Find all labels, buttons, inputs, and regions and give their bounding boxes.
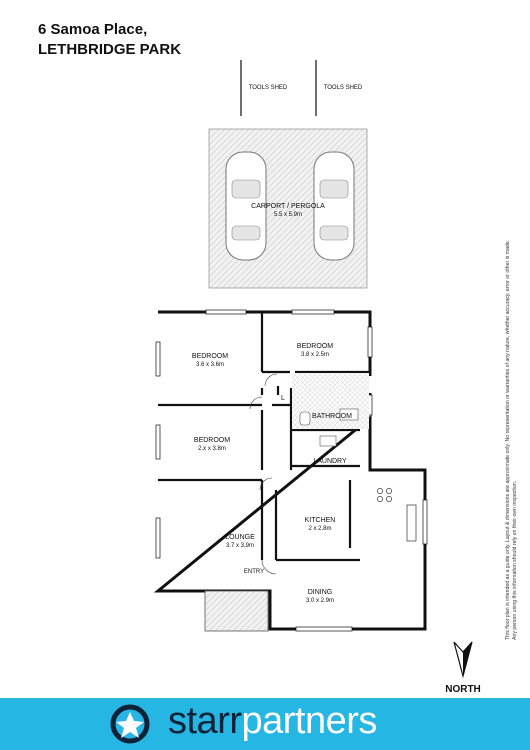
kitchen-dims: 2 x 2.8m	[308, 526, 331, 532]
brand-wordmark: starrpartners	[168, 700, 377, 743]
linen-label: L	[281, 395, 285, 402]
windows	[155, 309, 428, 632]
bedroom3-dims: 2.x x 3.8m	[198, 446, 226, 452]
entry-name: ENTRY	[244, 569, 264, 575]
bathroom-name: BATHROOM	[312, 413, 352, 420]
floor-plan: TOOLS SHED TOOLS SHED CARPORT / PERGOLA …	[153, 60, 473, 679]
carport-dims: 5.5 x 5.9m	[274, 212, 302, 218]
basin-icon	[339, 408, 359, 421]
door-swings	[249, 373, 278, 575]
toilet-icon	[299, 411, 311, 426]
bedroom2-name: BEDROOM	[297, 343, 333, 350]
tools-shed-label-2: TOOLS SHED	[324, 85, 363, 91]
north-arrow-icon	[453, 641, 473, 679]
lounge-name: LOUNGE	[225, 534, 255, 541]
brand-footer	[0, 698, 530, 750]
car-icon	[225, 151, 267, 261]
carport: CARPORT / PERGOLA 5.5 x 5.9m	[208, 128, 368, 289]
patio	[204, 590, 269, 632]
bedroom2-dims: 3.8 x 2.5m	[301, 352, 329, 358]
bedroom3-name: BEDROOM	[194, 437, 230, 444]
brand-part-starr: starr	[168, 700, 242, 742]
car-icon	[313, 151, 355, 261]
kitchen-sink-icon	[406, 504, 417, 542]
bedroom1-dims: 3.6 x 3.6m	[196, 362, 224, 368]
address-street: 6 Samoa Place,	[38, 21, 148, 38]
carport-name: CARPORT / PERGOLA	[251, 203, 325, 210]
tool-sheds: TOOLS SHED TOOLS SHED	[240, 60, 363, 116]
room-labels: BEDROOM 3.6 x 3.6m BEDROOM 3.8 x 2.5m BE…	[192, 343, 352, 604]
starr-logo-icon	[110, 704, 150, 744]
stove-icon	[377, 488, 392, 502]
tools-shed-label-1: TOOLS SHED	[249, 85, 288, 91]
north-label: NORTH	[445, 684, 481, 695]
bedroom1-name: BEDROOM	[192, 353, 228, 360]
laundry-name: LAUNDRY	[313, 458, 347, 465]
kitchen-name: KITCHEN	[305, 517, 336, 524]
property-address: 6 Samoa Place, LETHBRIDGE PARK	[38, 20, 181, 60]
laundry-tub-icon	[319, 435, 337, 447]
lounge-dims: 3.7 x 3.9m	[226, 543, 254, 549]
dining-dims: 3.0 x 2.9m	[306, 598, 334, 604]
address-suburb: LETHBRIDGE PARK	[38, 41, 182, 58]
disclaimer-text: This floor plan is intended as a guide o…	[505, 239, 518, 640]
dining-name: DINING	[308, 589, 333, 596]
brand-part-partners: partners	[241, 700, 378, 742]
